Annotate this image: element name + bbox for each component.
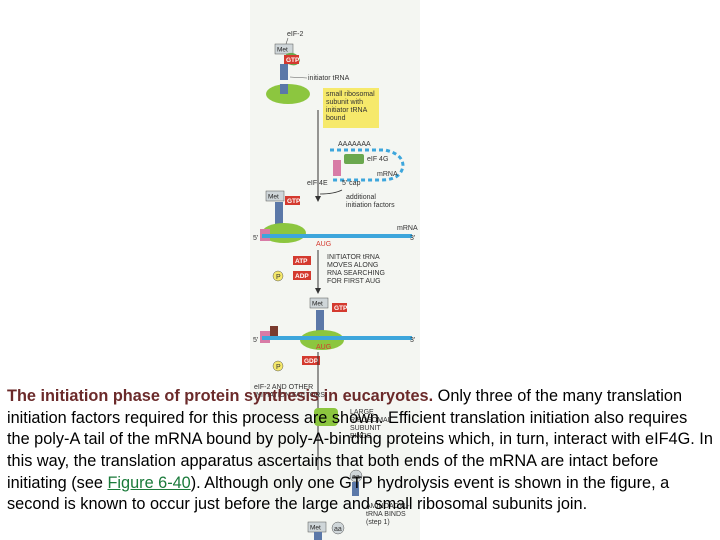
polya-label: AAAAAAA (338, 141, 371, 148)
eif4e-shape (333, 160, 341, 176)
aminoacyl-line-1: AMINOACYL- (366, 503, 410, 510)
large-line-2: RIBOSOMAL (350, 417, 392, 424)
aug-label-1: AUG (316, 241, 331, 248)
adp-label: ADP (295, 273, 309, 280)
eif2-label: eIF-2 (287, 31, 303, 38)
caption-text-after-link: ). Although only one GTP hydrolysis even… (7, 473, 670, 514)
additional-factors-line-1: additional (346, 194, 376, 201)
met-label-4: Met (310, 525, 321, 532)
aa-label-1: aa (352, 474, 360, 481)
caption-text-before-link: Only three of the many translation initi… (7, 387, 713, 492)
initiation-factors-label: INITIATION FACTORS (254, 392, 325, 399)
gdp-label: GDP (304, 358, 319, 365)
small-subunit-note (323, 88, 379, 128)
aminoacyl-line-2: tRNA BINDS (366, 511, 406, 518)
phosphate-label-2: P (276, 364, 281, 371)
additional-factors-line-2: initiation factors (346, 202, 395, 209)
small-subunit-line-1: small ribosomal (326, 91, 375, 98)
met-label-3: Met (312, 301, 323, 308)
met-label-2: Met (268, 194, 279, 201)
eif4e-label: eIF 4E (307, 180, 328, 187)
moves-line-2: MOVES ALONG (327, 262, 378, 269)
initiator-trna-label: initiator tRNA (308, 75, 350, 82)
five-prime-label-1: 5' (253, 235, 258, 242)
moves-line-1: INITIATOR tRNA (327, 254, 380, 261)
small-subunit-line-2: subunit with (326, 99, 363, 106)
atp-label: ATP (295, 258, 308, 265)
met-box (274, 43, 294, 55)
phosphate-label-1: P (276, 274, 281, 281)
five-prime-label-2: 5' (253, 337, 258, 344)
eif4g-label: eIF 4G (367, 156, 388, 163)
translation-initiation-figure: eIF-2 Met GTP initiator tRNA small ribos… (250, 0, 420, 540)
gtp-badge (284, 55, 299, 64)
gtp-label-2: GTP (287, 198, 301, 205)
moves-line-3: RNA SEARCHING (327, 270, 385, 277)
small-subunit-line-4: bound (326, 115, 346, 122)
mrna-label-1: mRNA (377, 171, 398, 178)
caption-title: The initiation phase of protein synthesi… (7, 387, 434, 406)
aminoacyl-line-3: (step 1) (366, 519, 390, 526)
figure-caption: The initiation phase of protein synthesi… (7, 386, 713, 516)
small-subunit-line-3: initiator tRNA (326, 107, 368, 114)
gtp-label-3: GTP (334, 305, 348, 312)
met-label: Met (277, 47, 288, 54)
three-prime-label-2: 3' (410, 337, 415, 344)
eif2-release-label: eIF-2 AND OTHER (254, 384, 313, 391)
large-line-1: LARGE (350, 409, 374, 416)
aa-label-2: aa (334, 526, 342, 533)
large-line-4: BINDS (350, 433, 372, 440)
figure-6-40-link[interactable]: Figure 6-40 (107, 473, 191, 492)
large-line-3: SUBUNIT (350, 425, 381, 432)
moves-line-4: FOR FIRST AUG (327, 278, 381, 285)
initiator-trna-shape (280, 64, 288, 80)
cap-label: 5' cap (342, 180, 361, 187)
three-prime-label-1: 3' (410, 235, 415, 242)
gtp-label: GTP (286, 57, 300, 64)
mrna-label-2: mRNA (397, 225, 418, 232)
aug-label-2: AUG (316, 344, 331, 351)
